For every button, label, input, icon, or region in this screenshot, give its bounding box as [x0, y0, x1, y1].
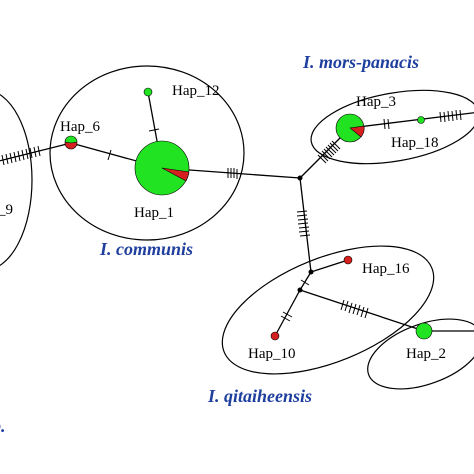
node-hap12 [143, 87, 153, 97]
mutation-tick [280, 315, 291, 322]
node-hap6-green-half [64, 135, 78, 144]
mutation-tick [323, 148, 333, 158]
edge-hub-lower [299, 177, 312, 273]
node-hap1 [134, 140, 190, 196]
ellipse-hap2-group [367, 318, 474, 390]
mutation-tick [317, 154, 327, 164]
ellipse-mors-panacis [310, 89, 474, 165]
mutation-tick [300, 279, 310, 286]
mutation-tick [29, 147, 33, 159]
mutation-tick [107, 149, 112, 161]
mutation-tick [299, 234, 311, 237]
mutation-tick [360, 306, 365, 318]
median-vectors [297, 175, 314, 293]
mutation-tick [387, 118, 390, 130]
node-hap6 [64, 135, 78, 150]
mutation-tick [348, 302, 353, 314]
mutation-tick [296, 214, 308, 217]
label-left-cut: p. [0, 416, 6, 436]
node-hap10 [270, 331, 280, 341]
mutation-tick [296, 210, 308, 213]
mutation-tick [1, 154, 5, 166]
edge-lower-mid [299, 271, 312, 291]
edge-mid-hap10 [274, 289, 301, 337]
median-vector-lower [308, 269, 314, 275]
mutation-tick [148, 128, 160, 132]
mutation-tick [17, 150, 21, 162]
edge-hap3-hap18 [349, 112, 474, 129]
label-hap12: Hap_12 [172, 83, 220, 99]
label-hap2: Hap_2 [406, 346, 446, 362]
edge-lower-hap16 [310, 259, 349, 273]
mutation-tick [297, 218, 309, 221]
mutation-tick [5, 153, 9, 165]
mutation-tick [383, 118, 386, 130]
mutation-tick [327, 144, 337, 154]
mutation-tick [325, 146, 335, 156]
mutation-tick [9, 152, 13, 164]
mutation-tick [282, 311, 293, 318]
mutation-tick [297, 222, 309, 225]
ellipse-qitaiheensis [221, 245, 435, 375]
node-hap16 [343, 255, 353, 265]
ellipse-left-group [0, 93, 33, 267]
label-hap6: Hap_6 [60, 119, 100, 135]
label-hap3: Hap_3 [356, 94, 396, 110]
mutation-tick [331, 140, 341, 150]
mutation-tick [443, 111, 446, 123]
mutation-tick [319, 152, 329, 162]
median-vector-mid [297, 287, 303, 293]
mutation-tick [344, 300, 349, 312]
mutation-tick [451, 110, 454, 122]
node-hap3-red-wedge [349, 125, 365, 138]
mutation-tick [13, 151, 17, 163]
node-hap1-red-wedge [161, 167, 190, 182]
mutation-tick [439, 111, 442, 123]
species-labels: I. communis I. mors-panacis I. qitaiheen… [0, 52, 419, 436]
label-hap1: Hap_1 [134, 205, 174, 221]
label-qitaiheensis: I. qitaiheensis [207, 386, 312, 406]
haplotype-labels: Hap_1 Hap_2 Hap_3 Hap_6 _9 Hap_10 Hap_12… [0, 83, 446, 362]
mutation-tick [37, 145, 41, 157]
mutation-tick [25, 148, 29, 160]
edge-hap6-left [0, 142, 72, 162]
ellipse-communis [49, 65, 245, 241]
mutation-tick [298, 226, 310, 229]
mutation-tick [455, 109, 458, 121]
edge-mid-hap2 [299, 289, 425, 332]
label-hap10: Hap_10 [248, 346, 296, 362]
label-mors-panacis: I. mors-panacis [302, 52, 419, 72]
mutation-tick [321, 150, 331, 160]
node-hap18 [417, 116, 425, 124]
label-hap16: Hap_16 [362, 261, 410, 277]
mutation-tick [298, 230, 310, 233]
mutation-tick [33, 146, 37, 158]
mutation-tick [459, 109, 462, 121]
label-communis: I. communis [99, 239, 193, 259]
node-hap3 [335, 113, 365, 143]
mutation-tick [364, 307, 369, 319]
node-hap2 [415, 322, 433, 340]
mutation-tick [352, 303, 357, 315]
mutation-tick [21, 149, 25, 161]
mutation-tick [356, 304, 361, 316]
median-vector-hub [297, 175, 303, 181]
label-hap9: _9 [0, 202, 13, 218]
mutation-tick [329, 142, 339, 152]
haplotype-nodes [64, 87, 433, 341]
mutation-ticks [1, 109, 462, 322]
label-hap18: Hap_18 [391, 135, 439, 151]
mutation-tick [447, 110, 450, 122]
mutation-tick [340, 299, 345, 311]
